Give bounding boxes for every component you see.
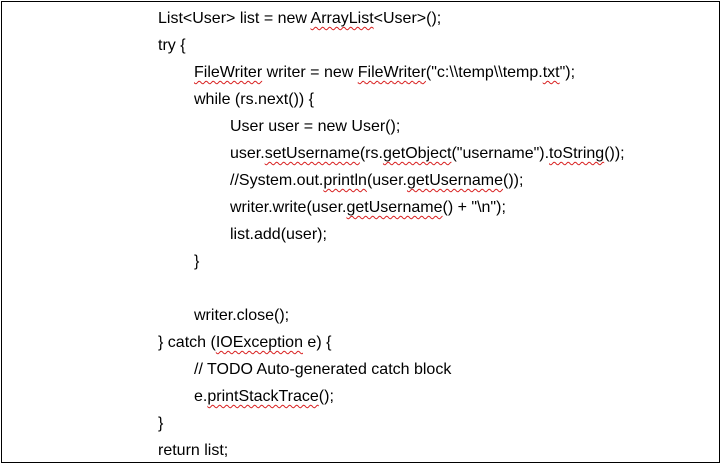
code-line: writer.write(user.getUsername() + "\n"); xyxy=(230,198,506,218)
code-text: List<User> list = new xyxy=(158,10,311,27)
code-line: while (rs.next()) { xyxy=(194,90,314,110)
code-text: e) { xyxy=(302,334,332,351)
code-token-flagged: ArrayList xyxy=(310,10,374,27)
code-line: //System.out.println(user.getUsername())… xyxy=(230,171,523,191)
code-text: while (rs.next()) { xyxy=(194,91,315,108)
code-text: //System.out. xyxy=(230,172,324,189)
code-text: (user. xyxy=(366,172,407,189)
code-line: List<User> list = new ArrayList<User>(); xyxy=(158,9,441,29)
code-text: try { xyxy=(158,37,186,54)
code-text: ("username"). xyxy=(451,145,550,162)
code-text: user. xyxy=(230,145,265,162)
code-line: try { xyxy=(158,36,186,56)
code-line: e.printStackTrace(); xyxy=(194,387,334,407)
code-text: () + "\n"); xyxy=(442,199,506,216)
code-text: } catch ( xyxy=(158,334,216,351)
code-token-flagged: getObject xyxy=(382,145,452,162)
code-token-flagged: txt xyxy=(542,64,560,81)
code-text: writer = new xyxy=(262,64,358,81)
code-line: } catch (IOException e) { xyxy=(158,333,331,353)
code-token-flagged: getUsername xyxy=(346,199,443,216)
code-line: FileWriter writer = new FileWriter("c:\\… xyxy=(194,63,575,83)
code-text: User user = new User(); xyxy=(230,118,401,135)
code-text: <User>(); xyxy=(373,10,442,27)
code-token-flagged: FileWriter xyxy=(357,64,426,81)
code-text: (); xyxy=(318,388,334,405)
code-token-flagged: IOException xyxy=(215,334,303,351)
code-text: return list; xyxy=(158,442,229,459)
code-line: // TODO Auto-generated catch block xyxy=(194,360,451,380)
code-token-flagged: toString xyxy=(549,145,605,162)
code-text: ("c:\\temp\\temp. xyxy=(425,64,543,81)
code-text: } xyxy=(158,415,164,432)
code-token-flagged: FileWriter xyxy=(194,64,263,81)
code-text: ()); xyxy=(503,172,524,189)
code-text: "); xyxy=(559,64,576,81)
code-line: return list; xyxy=(158,441,228,461)
code-text: // TODO Auto-generated catch block xyxy=(194,361,452,378)
code-token-flagged: println xyxy=(323,172,367,189)
code-text: e. xyxy=(194,388,208,405)
code-text: writer.close(); xyxy=(194,307,290,324)
code-line: list.add(user); xyxy=(230,225,327,245)
code-text: writer.write(user. xyxy=(230,199,347,216)
code-text: } xyxy=(194,253,200,270)
code-token-flagged: printStackTrace xyxy=(207,388,319,405)
code-text: list.add(user); xyxy=(230,226,327,243)
code-line: user.setUsername(rs.getObject("username"… xyxy=(230,144,625,164)
code-token-flagged: setUsername xyxy=(264,145,360,162)
code-text: ()); xyxy=(604,145,625,162)
code-token-flagged: getUsername xyxy=(406,172,504,189)
code-line: } xyxy=(194,252,199,272)
code-line: } xyxy=(158,414,163,434)
code-text: (rs. xyxy=(359,145,383,162)
code-line: writer.close(); xyxy=(194,306,289,326)
code-line: User user = new User(); xyxy=(230,117,400,137)
